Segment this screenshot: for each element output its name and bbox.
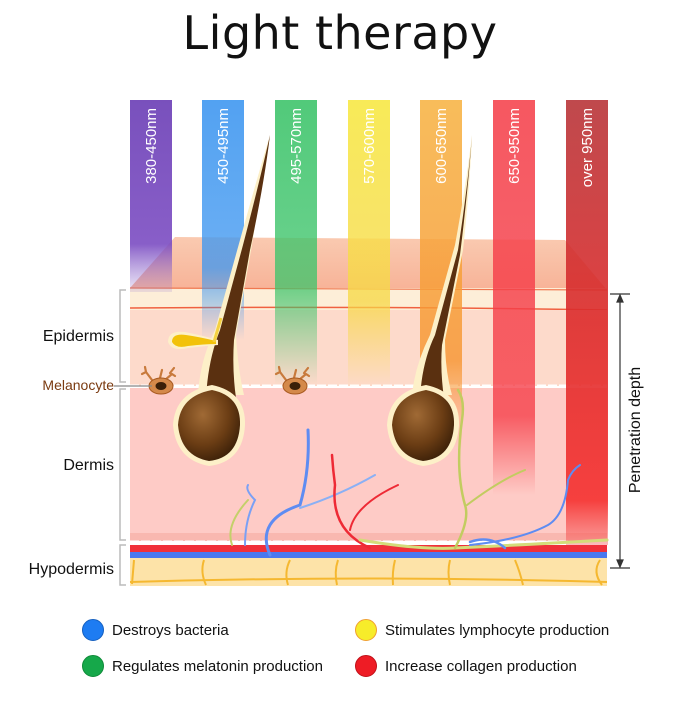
label-dermis: Dermis xyxy=(63,457,114,474)
legend-label: Regulates melatonin production xyxy=(112,657,323,675)
legend-item-melatonin: Regulates melatonin production xyxy=(82,655,323,677)
green-dot-icon xyxy=(82,655,104,677)
label-hypodermis: Hypodermis xyxy=(28,561,114,578)
wavelength-bar-rect xyxy=(493,100,535,495)
wavelength-bar-3: 570-600nm xyxy=(348,100,390,388)
legend-label: Increase collagen production xyxy=(385,657,577,675)
red-dot-icon xyxy=(355,655,377,677)
blue-dot-icon xyxy=(82,619,104,641)
page-title: Light therapy xyxy=(182,6,498,60)
wavelength-bar-2: 495-570nm xyxy=(275,100,317,385)
vein xyxy=(130,552,607,558)
legend-item-bacteria: Destroys bacteria xyxy=(82,619,229,641)
wavelength-label: 570-600nm xyxy=(361,108,378,184)
wavelength-label: 650-950nm xyxy=(506,108,523,184)
melanocyte-right xyxy=(274,365,311,395)
hair-follicle-right xyxy=(387,135,472,466)
legend-item-collagen: Increase collagen production xyxy=(355,655,577,677)
wavelength-bar-rect xyxy=(348,100,390,388)
penetration-depth-arrow xyxy=(610,293,630,569)
wavelength-label: 450-495nm xyxy=(215,108,232,184)
label-penetration-depth: Penetration depth xyxy=(627,366,644,494)
fat-cells xyxy=(129,559,608,586)
wavelength-bar-rect xyxy=(130,100,172,292)
wavelength-bar-6: over 950nm xyxy=(566,100,608,545)
layer-brackets xyxy=(119,289,126,586)
sebaceous-gland xyxy=(168,317,223,350)
wavelength-bar-5: 650-950nm xyxy=(493,100,535,495)
legend-item-lymphocyte: Stimulates lymphocyte production xyxy=(355,619,609,641)
wavelength-label: 600-650nm xyxy=(433,108,450,184)
wavelength-label: 495-570nm xyxy=(288,108,305,184)
yellow-dot-icon xyxy=(355,619,377,641)
wavelength-label: over 950nm xyxy=(579,108,596,187)
legend-label: Stimulates lymphocyte production xyxy=(385,621,610,639)
wavelength-label: 380-450nm xyxy=(143,108,160,184)
melanocyte-left xyxy=(140,365,177,395)
hypodermis-layer xyxy=(130,558,607,586)
label-melanocyte: Melanocyte xyxy=(42,377,114,393)
wavelength-bar-0: 380-450nm xyxy=(130,100,172,292)
legend-label: Destroys bacteria xyxy=(112,621,229,639)
wavelength-bar-rect xyxy=(275,100,317,385)
label-epidermis: Epidermis xyxy=(42,328,114,345)
capillaries xyxy=(229,388,609,557)
